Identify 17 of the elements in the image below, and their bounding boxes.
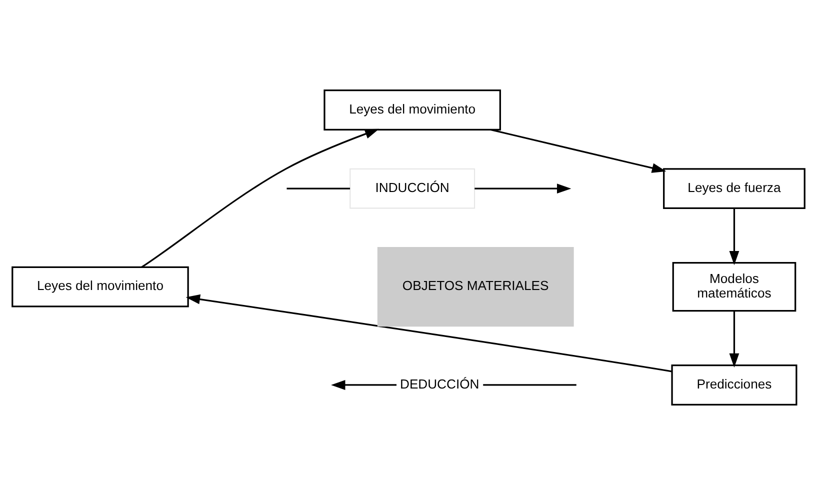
node-box: Modelos matemáticos	[672, 262, 796, 312]
node-box: Predicciones	[671, 364, 798, 406]
connector	[483, 384, 576, 386]
arrow	[729, 208, 740, 266]
node-box: INDUCCIÓN	[350, 168, 476, 209]
arrow	[331, 380, 396, 390]
node-box: Leyes del movimiento	[12, 266, 189, 308]
node-box: OBJETOS MATERIALES	[377, 246, 574, 327]
arrow	[729, 311, 740, 368]
node-box: Leyes de fuerza	[663, 168, 806, 210]
node-text: DEDUCCIÓN	[400, 376, 480, 392]
connector	[286, 188, 350, 190]
arrow	[474, 184, 572, 194]
arrow	[490, 128, 666, 173]
arrow	[141, 128, 380, 268]
node-box: Leyes del movimiento	[324, 90, 501, 130]
arrow	[186, 294, 672, 372]
